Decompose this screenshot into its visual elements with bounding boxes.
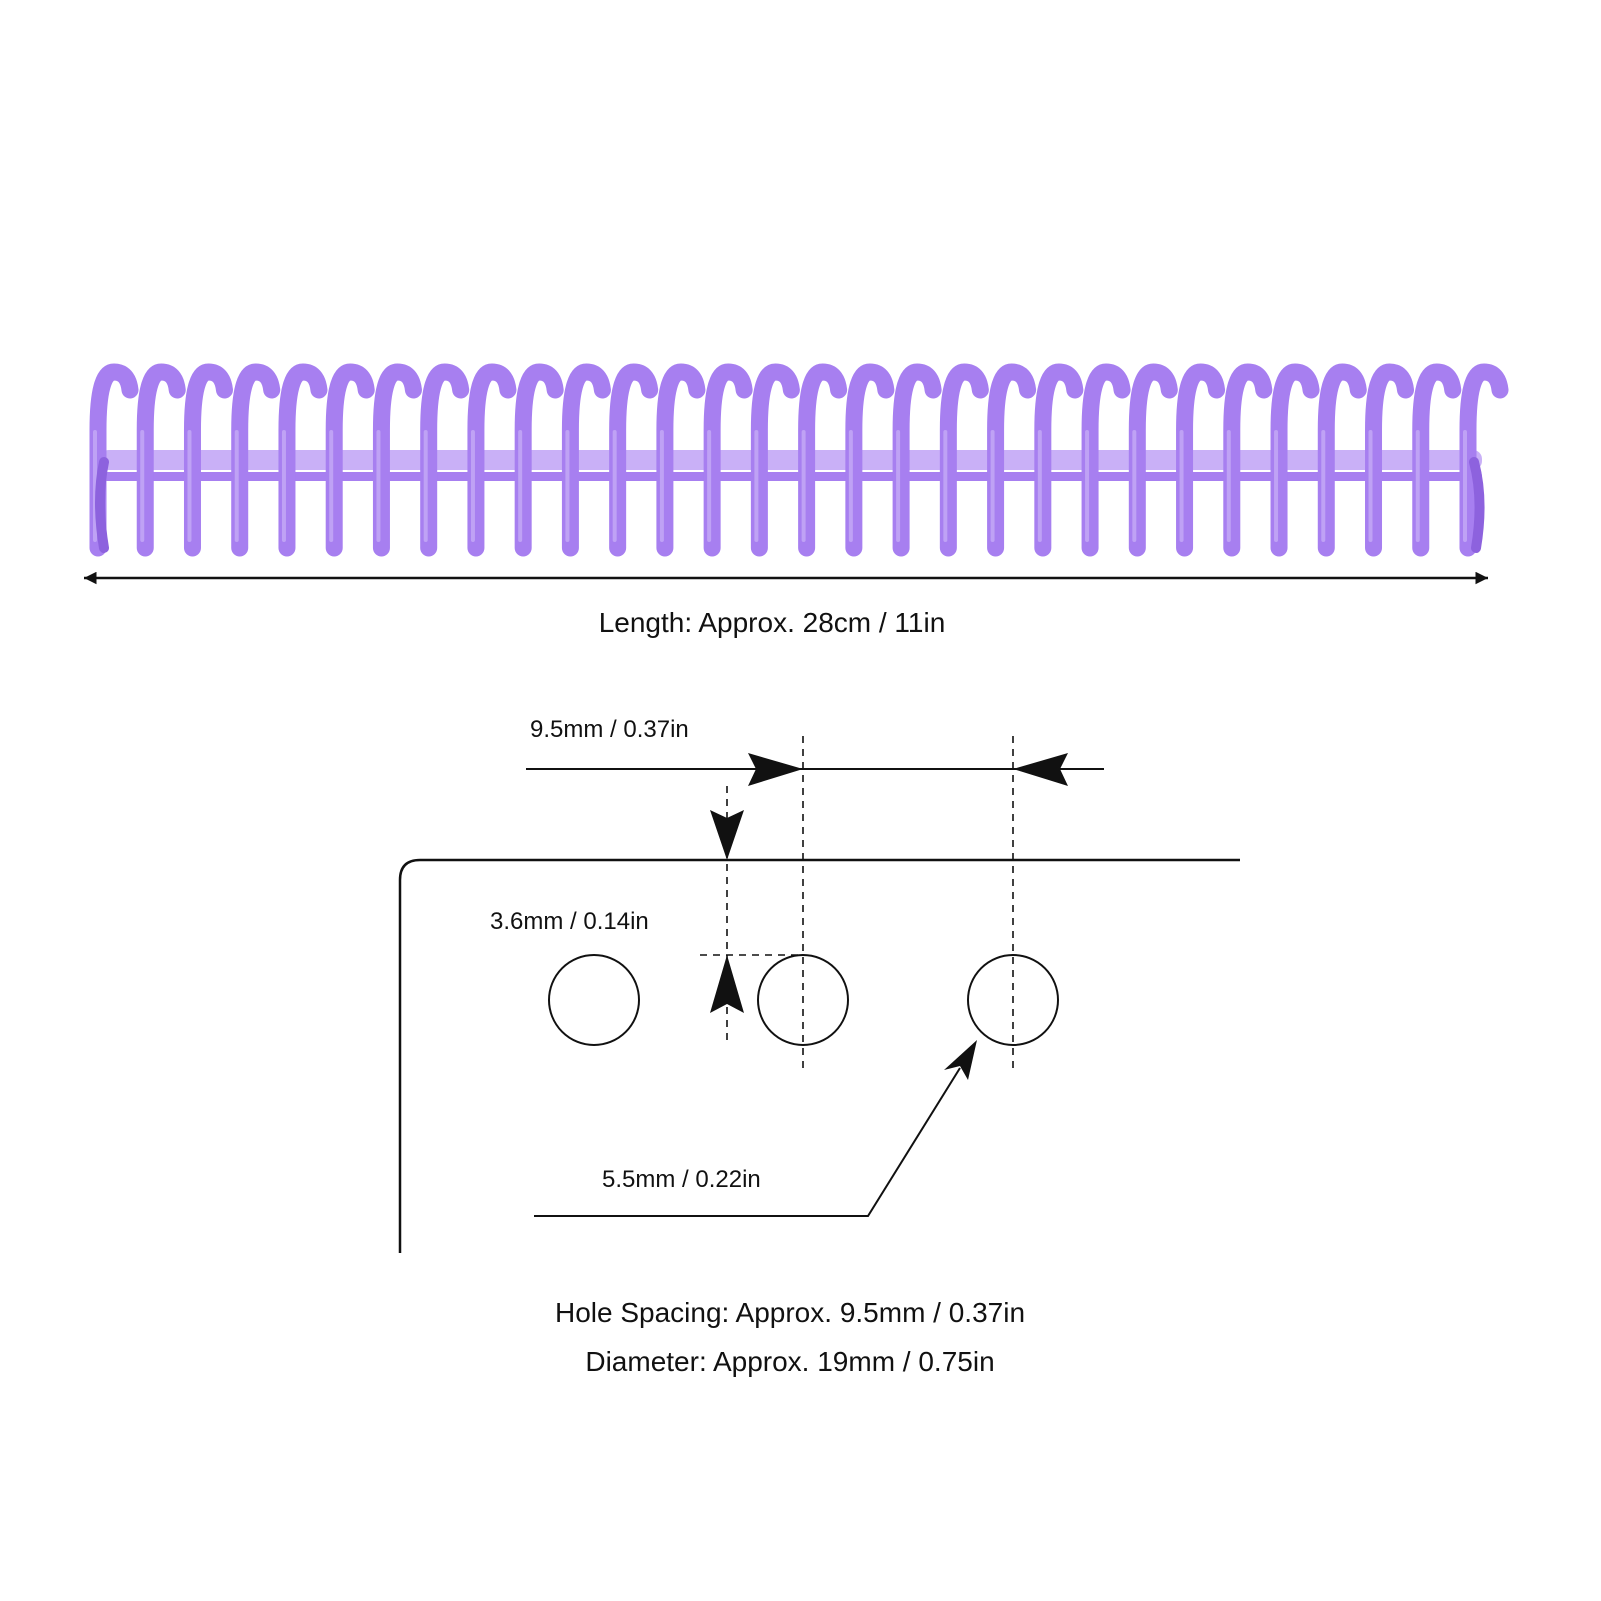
binder-ring <box>1081 363 1131 557</box>
binder-ring <box>1176 363 1226 557</box>
binder-ring <box>1459 363 1509 557</box>
binder-ring <box>703 363 753 557</box>
binder-ring <box>1365 363 1415 557</box>
punch-hole <box>548 954 640 1046</box>
punch-hole <box>967 954 1059 1046</box>
edge-arrowhead <box>710 810 744 860</box>
length-label: Length: Approx. 28cm / 11in <box>598 607 946 638</box>
binder-ring <box>1223 363 1273 557</box>
binder-ring <box>1412 363 1462 557</box>
hole-spacing-label: Hole Spacing: Approx. 9.5mm / 0.37in <box>554 1297 1026 1328</box>
binder-ring <box>1317 363 1367 557</box>
edge-arrowhead <box>710 955 744 1013</box>
binder-ring <box>372 363 422 557</box>
binder-ring <box>183 363 233 557</box>
binder-rings <box>89 363 1509 557</box>
binder-ring <box>325 363 375 557</box>
binder-ring <box>798 363 848 557</box>
binder-ring <box>467 363 517 557</box>
pitch-arrowhead <box>748 753 803 786</box>
binder-ring <box>609 363 659 557</box>
binder-ring <box>1128 363 1178 557</box>
binder-ring <box>892 363 942 557</box>
binder-ring <box>987 363 1037 557</box>
punch-hole <box>757 954 849 1046</box>
binder-ring <box>420 363 470 557</box>
binder-ring <box>89 363 139 557</box>
hole-size-leader <box>534 1067 961 1217</box>
paper-edge <box>398 858 1240 1253</box>
hole-size-arrowhead <box>944 1040 977 1080</box>
binder-ring <box>278 363 328 557</box>
binder-ring <box>656 363 706 557</box>
pitch-label: 9.5mm / 0.37in <box>530 716 689 743</box>
binder-end-curl <box>1469 457 1485 553</box>
pitch-arrowhead <box>1013 753 1068 786</box>
binder-ring <box>561 363 611 557</box>
binder-ring <box>1034 363 1084 557</box>
binder-ring <box>750 363 800 557</box>
binder-ring <box>845 363 895 557</box>
binder-ring <box>514 363 564 557</box>
hole-size-label: 5.5mm / 0.22in <box>602 1166 761 1193</box>
edge-distance-label: 3.6mm / 0.14in <box>490 908 649 935</box>
binder-end-curl <box>95 457 109 553</box>
binder-ring <box>1270 363 1320 557</box>
diameter-label: Diameter: Approx. 19mm / 0.75in <box>585 1346 995 1377</box>
binder-ring <box>136 363 186 557</box>
binder-ring <box>939 363 989 557</box>
binder-ring <box>231 363 281 557</box>
